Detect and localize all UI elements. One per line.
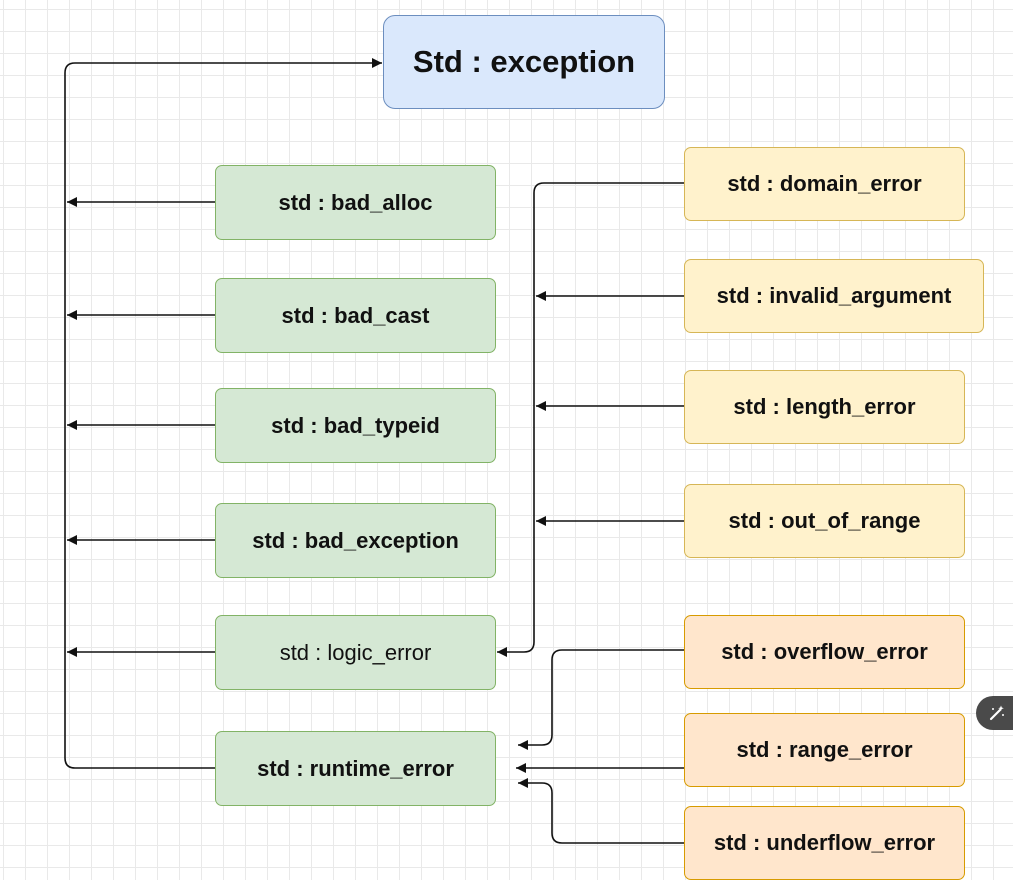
node-label: std : underflow_error — [713, 830, 936, 855]
magic-wand-button[interactable] — [976, 696, 1013, 730]
node-label: std : domain_error — [727, 171, 922, 196]
node-label: std : logic_error — [279, 639, 432, 665]
node-runtime-error[interactable]: std : runtime_error — [215, 731, 496, 806]
node-length-error[interactable]: std : length_error — [684, 370, 965, 444]
node-label: std : bad_typeid — [271, 412, 440, 438]
edge-domain-error — [497, 182, 684, 657]
node-label: std : runtime_error — [257, 755, 454, 781]
node-label: std : length_error — [733, 394, 916, 419]
node-bad-exception[interactable]: std : bad_exception — [215, 503, 496, 578]
node-out-of-range[interactable]: std : out_of_range — [684, 484, 965, 558]
node-bad-cast[interactable]: std : bad_cast — [215, 278, 496, 353]
magic-wand-icon — [989, 705, 1004, 721]
node-label: std : bad_alloc — [278, 189, 433, 215]
node-overflow-error[interactable]: std : overflow_error — [684, 615, 965, 689]
node-logic-error[interactable]: std : logic_error — [215, 615, 496, 690]
node-invalid-argument[interactable]: std : invalid_argument — [684, 259, 984, 333]
node-label: std : overflow_error — [721, 639, 928, 664]
node-std-exception[interactable]: Std : exception — [383, 15, 665, 109]
edge-runtime-to-exception — [64, 58, 382, 769]
node-range-error[interactable]: std : range_error — [684, 713, 965, 787]
node-label: std : bad_cast — [281, 302, 430, 328]
edge-overflow-error — [518, 649, 684, 750]
node-label: std : bad_exception — [252, 527, 459, 553]
node-label: std : out_of_range — [728, 508, 921, 533]
node-label: std : range_error — [736, 737, 913, 762]
node-label: Std : exception — [412, 44, 636, 79]
node-bad-typeid[interactable]: std : bad_typeid — [215, 388, 496, 463]
node-underflow-error[interactable]: std : underflow_error — [684, 806, 965, 880]
node-bad-alloc[interactable]: std : bad_alloc — [215, 165, 496, 240]
node-label: std : invalid_argument — [716, 283, 952, 308]
edge-underflow-error — [518, 778, 684, 844]
node-domain-error[interactable]: std : domain_error — [684, 147, 965, 221]
